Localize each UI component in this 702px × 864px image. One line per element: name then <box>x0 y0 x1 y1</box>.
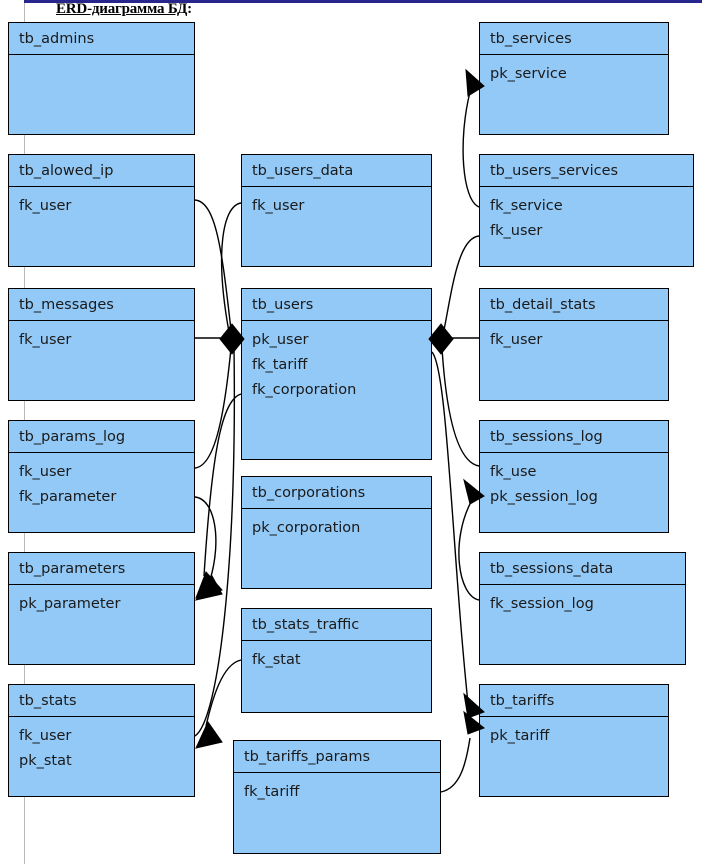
entity-attribute: fk_tariff <box>252 357 308 373</box>
entity-name: tb_params_log <box>9 421 194 453</box>
entity-attribute: fk_user <box>19 198 72 214</box>
entity-attribute-list: fk_stat <box>242 641 431 673</box>
entity-tb_stats_traffic[interactable]: tb_stats_traffic fk_stat <box>241 608 432 713</box>
entity-name: tb_services <box>480 23 668 55</box>
entity-name: tb_detail_stats <box>480 289 668 321</box>
entity-attribute-list: fk_session_log <box>480 585 685 617</box>
page-title-colon: : <box>187 1 192 17</box>
entity-attribute: fk_use <box>490 464 537 480</box>
entity-tb_tariffs_params[interactable]: tb_tariffs_params fk_tariff <box>233 740 441 854</box>
entity-name: tb_sessions_data <box>480 553 685 585</box>
entity-attribute-list: fk_user pk_stat <box>9 717 194 774</box>
entity-attribute: pk_tariff <box>490 728 550 744</box>
entity-attribute: pk_corporation <box>252 520 361 536</box>
link-params-log-parameters <box>194 496 217 581</box>
entity-tb_messages[interactable]: tb_messages fk_user <box>8 288 195 401</box>
links-left <box>194 199 245 749</box>
entity-tb_params_log[interactable]: tb_params_log fk_user fk_parameter <box>8 420 195 533</box>
entity-attribute: fk_corporation <box>252 382 357 398</box>
link-users-tariffs <box>431 351 471 723</box>
entity-name: tb_users_data <box>242 155 431 187</box>
entity-attribute-list: pk_parameter <box>9 585 194 617</box>
link-users-data-users <box>220 202 242 333</box>
entity-tb_stats[interactable]: tb_stats fk_user pk_stat <box>8 684 195 797</box>
arrowhead-parameters <box>194 575 223 601</box>
entity-attribute: pk_service <box>490 66 567 82</box>
entity-attribute: fk_user <box>19 332 72 348</box>
entity-attribute-list: fk_user fk_parameter <box>9 453 194 510</box>
entity-attribute-list: fk_user <box>480 321 668 353</box>
entity-attribute-list: pk_tariff <box>480 717 668 749</box>
link-users-corporations <box>203 393 242 577</box>
entity-attribute-list: fk_use pk_session_log <box>480 453 668 510</box>
entity-attribute-list: fk_service fk_user <box>480 187 693 244</box>
entity-name: tb_users <box>242 289 431 321</box>
entity-tb_admins[interactable]: tb_admins <box>8 22 195 135</box>
link-tariffs-params-tariffs <box>440 737 471 793</box>
entity-name: tb_stats <box>9 685 194 717</box>
page-top-rule <box>24 0 702 3</box>
page-title-text: ERD-диаграмма БД <box>56 1 188 17</box>
entity-attribute-list: pk_service <box>480 55 668 87</box>
entity-attribute: fk_user <box>19 464 72 480</box>
arrowhead-corporations <box>195 571 223 599</box>
entity-tb_users_services[interactable]: tb_users_services fk_service fk_user <box>479 154 694 267</box>
entity-attribute-list: fk_user <box>242 187 431 219</box>
entity-attribute: fk_session_log <box>490 596 594 612</box>
link-users-services-users <box>443 235 480 331</box>
entity-tb_users[interactable]: tb_users pk_user fk_tariff fk_corporation <box>241 288 432 460</box>
entity-attribute-list: fk_user <box>9 321 194 353</box>
entity-tb_corporations[interactable]: tb_corporations pk_corporation <box>241 476 432 589</box>
entity-attribute: fk_stat <box>252 652 301 668</box>
entity-attribute-list: fk_user <box>9 187 194 219</box>
entity-attribute-list: fk_tariff <box>234 773 440 805</box>
entity-attribute: fk_user <box>19 728 72 744</box>
entity-attribute: fk_user <box>252 198 305 214</box>
link-users-services-services <box>462 91 480 208</box>
link-alowed-ip-users <box>194 199 232 331</box>
entity-tb_sessions_log[interactable]: tb_sessions_log fk_use pk_session_log <box>479 420 669 533</box>
entity-tb_alowed_ip[interactable]: tb_alowed_ip fk_user <box>8 154 195 267</box>
entity-attribute: pk_session_log <box>490 489 598 505</box>
link-sessions-log-users <box>441 347 480 467</box>
entity-name: tb_tariffs <box>480 685 668 717</box>
entity-attribute-list: pk_user fk_tariff fk_corporation <box>242 321 431 403</box>
page-title: ERD-диаграмма БД: <box>56 1 192 18</box>
entity-attribute: pk_user <box>252 332 309 348</box>
arrowhead-stats <box>195 721 223 749</box>
links-right <box>428 68 485 793</box>
entity-attribute: fk_parameter <box>19 489 117 505</box>
entity-name: tb_stats_traffic <box>242 609 431 641</box>
entity-tb_parameters[interactable]: tb_parameters pk_parameter <box>8 552 195 665</box>
entity-tb_tariffs[interactable]: tb_tariffs pk_tariff <box>479 684 669 797</box>
entity-name: tb_messages <box>9 289 194 321</box>
entity-name: tb_parameters <box>9 553 194 585</box>
entity-tb_sessions_data[interactable]: tb_sessions_data fk_session_log <box>479 552 686 665</box>
entity-tb_users_data[interactable]: tb_users_data fk_user <box>241 154 432 267</box>
entity-tb_services[interactable]: tb_services pk_service <box>479 22 669 135</box>
entity-name: tb_users_services <box>480 155 693 187</box>
entity-attribute-list <box>9 55 194 62</box>
entity-tb_detail_stats[interactable]: tb_detail_stats fk_user <box>479 288 669 401</box>
entity-name: tb_admins <box>9 23 194 55</box>
entity-name: tb_corporations <box>242 477 431 509</box>
entity-attribute: fk_user <box>490 332 543 348</box>
link-stats-traffic-stats <box>205 659 242 727</box>
diamond-users-right <box>428 323 454 355</box>
entity-attribute-list: pk_corporation <box>242 509 431 541</box>
link-sessions-data-sessions-log <box>458 499 480 601</box>
entity-name: tb_alowed_ip <box>9 155 194 187</box>
link-stats-users <box>194 347 235 737</box>
entity-attribute: pk_stat <box>19 753 72 769</box>
entity-attribute: fk_service <box>490 198 563 214</box>
link-params-log-users <box>194 347 232 469</box>
entity-attribute: fk_user <box>490 223 543 239</box>
entity-name: tb_sessions_log <box>480 421 668 453</box>
entity-attribute: pk_parameter <box>19 596 121 612</box>
entity-attribute: fk_tariff <box>244 784 300 800</box>
entity-name: tb_tariffs_params <box>234 741 440 773</box>
